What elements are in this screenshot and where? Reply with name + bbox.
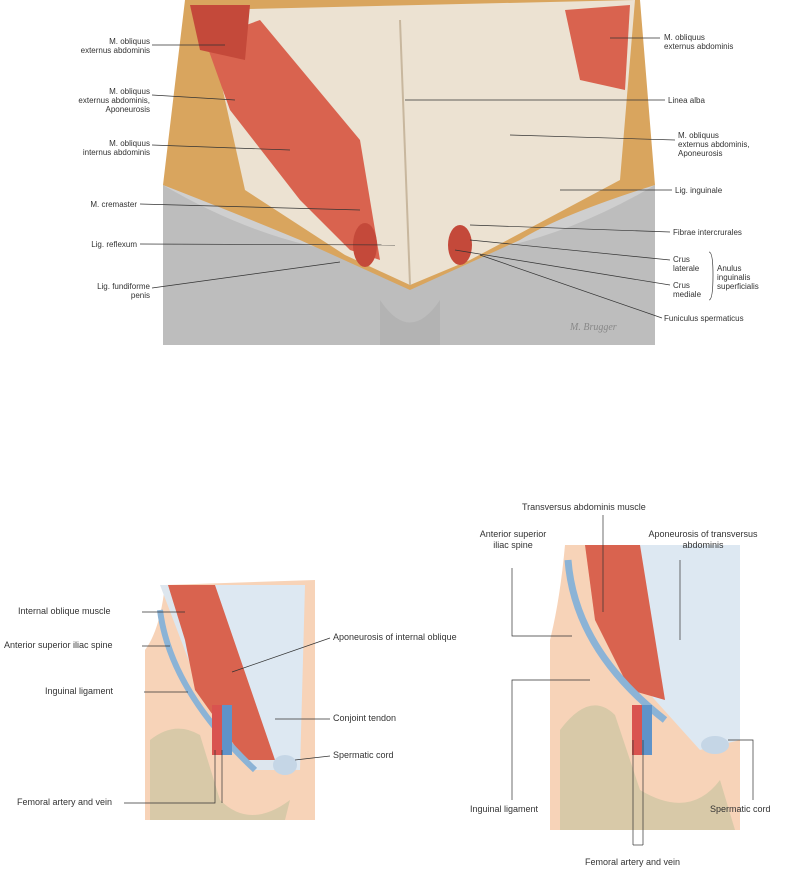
- label-asis: Anterior superior iliac spine: [4, 640, 113, 650]
- label-inguinal-ligament: Inguinal ligament: [45, 686, 114, 696]
- aponeurosis: [210, 585, 305, 770]
- inguinal-ligament: [157, 609, 258, 773]
- label-internal-oblique-muscle: Internal oblique muscle: [18, 606, 111, 616]
- femur-pelvis: [150, 728, 290, 820]
- aponeurosis: [205, 0, 635, 285]
- label-aponeurosis-internal-oblique: Aponeurosis of internal oblique: [333, 632, 457, 642]
- label-lig-reflexum: Lig. reflexum: [91, 240, 137, 249]
- linea-alba: [399, 19, 411, 286]
- label-transversus-abdominis: Transversus abdominis muscle: [522, 502, 646, 512]
- femoral-artery: [632, 705, 642, 755]
- label-spermatic-cord: Spermatic cord: [333, 750, 394, 760]
- label-conjoint-tendon: Conjoint tendon: [333, 713, 397, 723]
- internal-oblique-muscle: [205, 20, 380, 260]
- label-funiculus-spermaticus: Funiculus spermaticus: [664, 314, 744, 323]
- label-spermatic-cord-right: Spermatic cord: [710, 804, 771, 814]
- femoral-artery: [212, 705, 222, 755]
- transversus-abdominis-muscle: [585, 545, 665, 700]
- label-linea-alba: Linea alba: [668, 96, 705, 105]
- bottom-right-anatomy-illustration: [511, 515, 754, 846]
- spermatic-cord: [701, 736, 729, 754]
- spermatic-cord: [448, 225, 472, 265]
- label-femoral-vessels: Femoral artery and vein: [17, 797, 113, 807]
- spermatic-cord: [273, 755, 297, 775]
- femur-pelvis: [560, 705, 735, 830]
- label-asis-right: Anterior superior iliac spine: [479, 529, 547, 550]
- femoral-vein: [222, 705, 232, 755]
- top-anatomy-illustration: M. Brugger: [139, 0, 714, 345]
- bottom-left-anatomy-illustration: [124, 580, 331, 820]
- scrotum: [380, 300, 440, 345]
- inguinal-ligament: [564, 559, 668, 723]
- label-femoral-vessels-right: Femoral artery and vein: [585, 857, 681, 867]
- label-aponeurosis-transversus: Aponeurosis of transversus abdominis: [648, 529, 758, 550]
- external-oblique-muscle: [565, 5, 630, 90]
- label-inguinal-ligament-right: Inguinal ligament: [470, 804, 539, 814]
- label-cremaster: M. cremaster: [90, 200, 137, 209]
- femoral-vein: [642, 705, 652, 755]
- label-fibrae-intercrurales: Fibrae intercrurales: [673, 228, 742, 237]
- label-lig-inguinale: Lig. inguinale: [675, 186, 723, 195]
- signature: M. Brugger: [569, 322, 617, 333]
- internal-oblique-muscle: [168, 585, 275, 760]
